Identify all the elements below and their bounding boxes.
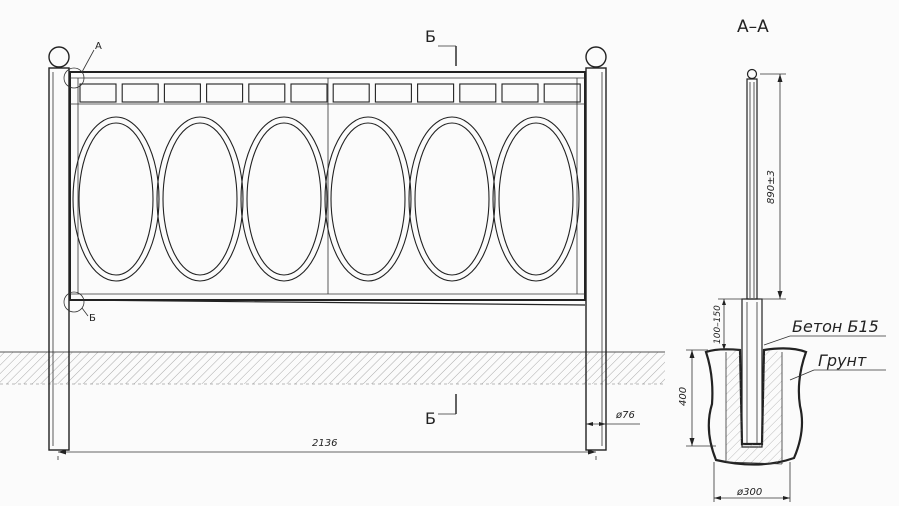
section-mark-top: Б: [425, 27, 457, 66]
dim-width-label: 2136: [312, 438, 337, 449]
dim-width: 2136: [57, 438, 597, 460]
dim-post-diameter: ø76: [586, 410, 640, 426]
panel-window: [332, 83, 370, 103]
panel-ring: [414, 122, 490, 276]
panel-ring: [324, 116, 412, 282]
panel-window: [79, 83, 117, 103]
concrete-fill: [726, 350, 782, 464]
panel-ring: [162, 122, 238, 276]
section-mark-top-label: Б: [425, 27, 436, 46]
panel-ring: [492, 116, 580, 282]
dim-gap-label: 100–150: [713, 305, 723, 344]
panel-ring: [78, 122, 154, 276]
fence-panel: [69, 71, 586, 306]
label-concrete: Бетон Б15: [792, 317, 879, 336]
panel-window: [459, 83, 497, 103]
callout-a-label: А: [95, 41, 102, 52]
label-soil: Грунт: [818, 351, 867, 370]
panel-window: [374, 83, 412, 103]
panel-window: [543, 83, 581, 103]
panel-window: [501, 83, 539, 103]
dim-height-label: 890±3: [766, 170, 777, 204]
panel-ring: [246, 122, 322, 276]
panel-ring: [330, 122, 406, 276]
panel-window: [206, 83, 244, 103]
left-post: [48, 46, 70, 451]
panel-rings: [72, 116, 580, 282]
panel-ring: [156, 116, 244, 282]
panel-ring: [72, 116, 160, 282]
section-mark-bottom: Б: [425, 394, 457, 428]
section-title: А–А: [737, 17, 769, 37]
section-aa: А–А 890±3 100–150 400: [678, 17, 886, 502]
panel-window: [248, 83, 286, 103]
panel-ring: [240, 116, 328, 282]
panel-windows: [79, 83, 581, 103]
panel-window: [121, 83, 159, 103]
panel-ring: [408, 116, 496, 282]
callout-b-label: Б: [89, 313, 96, 324]
ground-strip: [0, 351, 665, 385]
panel-ring: [498, 122, 574, 276]
panel-window: [163, 83, 201, 103]
dim-pit-diameter-label: ø300: [736, 487, 762, 498]
callout-a: А: [63, 41, 102, 89]
panel-window: [417, 83, 455, 103]
right-post: [585, 46, 607, 451]
section-mark-bottom-label: Б: [425, 409, 436, 428]
dim-post-diameter-label: ø76: [615, 410, 635, 421]
panel-window: [290, 83, 328, 103]
callout-b: Б: [63, 291, 96, 324]
dim-depth-label: 400: [678, 387, 689, 406]
